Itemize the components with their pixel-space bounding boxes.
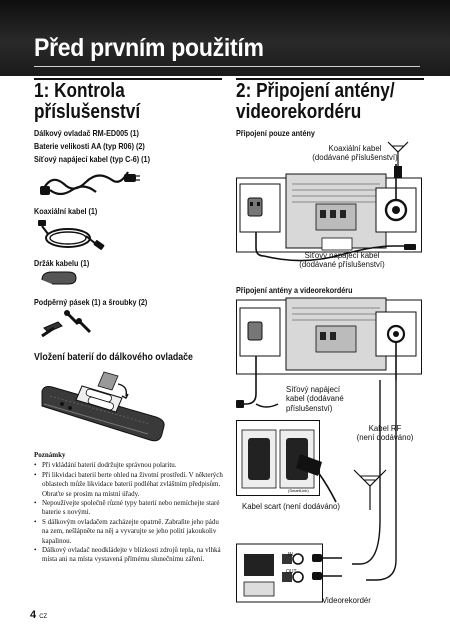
notes-list: Při vkládání baterií dodržujte správnou …	[34, 461, 224, 564]
scart-plug	[296, 454, 337, 503]
power2-line3: příslušenství)	[286, 403, 333, 413]
note-item: Dálkový ovladač neodkládejte v blízkosti…	[34, 546, 224, 565]
vcr-callout: Videorekordér	[322, 596, 371, 605]
header-rule	[34, 66, 420, 67]
header-banner: Před prvním použitím	[0, 0, 450, 76]
coax-supplied-line1: Koaxiální kabel	[328, 144, 382, 153]
remote-battery-illustration	[41, 371, 165, 442]
vcr-out-label: OUT	[286, 569, 297, 575]
rf-cable-line	[352, 380, 397, 581]
coax-cable-illustration	[38, 220, 105, 250]
notes-title: Poznámky	[34, 451, 66, 459]
coax-supplied-line2: (dodávané příslušenství)	[312, 153, 398, 163]
rf-cable-callout: Kabel RF (není dodáváno)	[340, 424, 430, 443]
support-strap-illustration	[41, 310, 92, 338]
section1-title-line1: 1: Kontrola	[34, 80, 125, 102]
scart-callout: Kabel scart (není dodáváno)	[242, 502, 340, 511]
antenna-icon-2	[353, 469, 387, 510]
batteries-heading: Vložení baterií do dálkového ovladače	[34, 352, 193, 363]
antenna-icon	[387, 141, 409, 178]
note-item: Při likvidaci baterií berte ohled na živ…	[34, 471, 224, 499]
power2-line1: Síťový napájecí	[286, 385, 341, 394]
note-item: Při vkládání baterií dodržujte správnou …	[34, 461, 224, 471]
section2-rule	[236, 78, 424, 80]
power2-line2: kabel (dodávané	[286, 394, 344, 404]
power-supplied-line1: Síťový napájecí kabel	[304, 251, 380, 260]
antenna-vcr-heading: Připojení antény a videorekordéru	[236, 286, 353, 295]
power-supplied-callout: Síťový napájecí kabel (dodávané přísluše…	[276, 251, 408, 270]
support-strap-label: Podpěrný pásek (1) a šroubky (2)	[34, 298, 148, 307]
note-item: Nepoužívejte společně různé typy baterií…	[34, 499, 224, 518]
tv-rear-diagram-2	[236, 297, 422, 380]
accessory-remote: Dálkový ovladač RM-ED005 (1)	[34, 129, 139, 138]
note-item: S dálkovým ovladačem zacházejte opatrně.…	[34, 518, 224, 546]
vcr-device	[236, 543, 342, 603]
accessory-power-cable: Síťový napájecí kabel (typ C-6) (1)	[34, 155, 150, 164]
power-supplied-line2: (dodávané příslušenství)	[299, 260, 385, 270]
rf-line2: (není dodáváno)	[356, 433, 414, 443]
power-callout-2: Síťový napájecí kabel (dodávané přísluše…	[286, 385, 386, 413]
cable-holder-illustration	[41, 271, 77, 285]
tv-rear-diagram-1	[236, 164, 422, 262]
svg-text:(SmartLink): (SmartLink)	[288, 488, 309, 493]
section1-title-line2: příslušenství	[34, 101, 141, 123]
power-plug-icon	[236, 380, 279, 408]
page-number-value: 4	[30, 609, 37, 621]
accessory-batteries: Baterie velikosti AA (typ R06) (2)	[34, 142, 145, 151]
rf-line1: Kabel RF	[368, 424, 402, 433]
section2-title-line1: 2: Připojení antény/	[236, 80, 395, 102]
coax-cable-label: Koaxiální kabel (1)	[34, 207, 98, 216]
coax-supplied-callout: Koaxiální kabel (dodávané příslušenství)	[300, 144, 410, 163]
page-number: 4 CZ	[30, 609, 47, 621]
section1-rule	[34, 78, 222, 80]
section2-title-line2: videorekordéru	[236, 101, 362, 123]
antenna-only-heading: Připojení pouze antény	[236, 129, 315, 138]
vcr-in-label: IN	[288, 552, 293, 558]
notes-block: Poznámky Při vkládání baterií dodržujte …	[34, 451, 224, 565]
page-lang: CZ	[39, 614, 48, 620]
page-title: Před prvním použitím	[34, 34, 264, 62]
cable-holder-label: Držák kabelu (1)	[34, 259, 90, 268]
power-cable-illustration	[40, 171, 140, 196]
